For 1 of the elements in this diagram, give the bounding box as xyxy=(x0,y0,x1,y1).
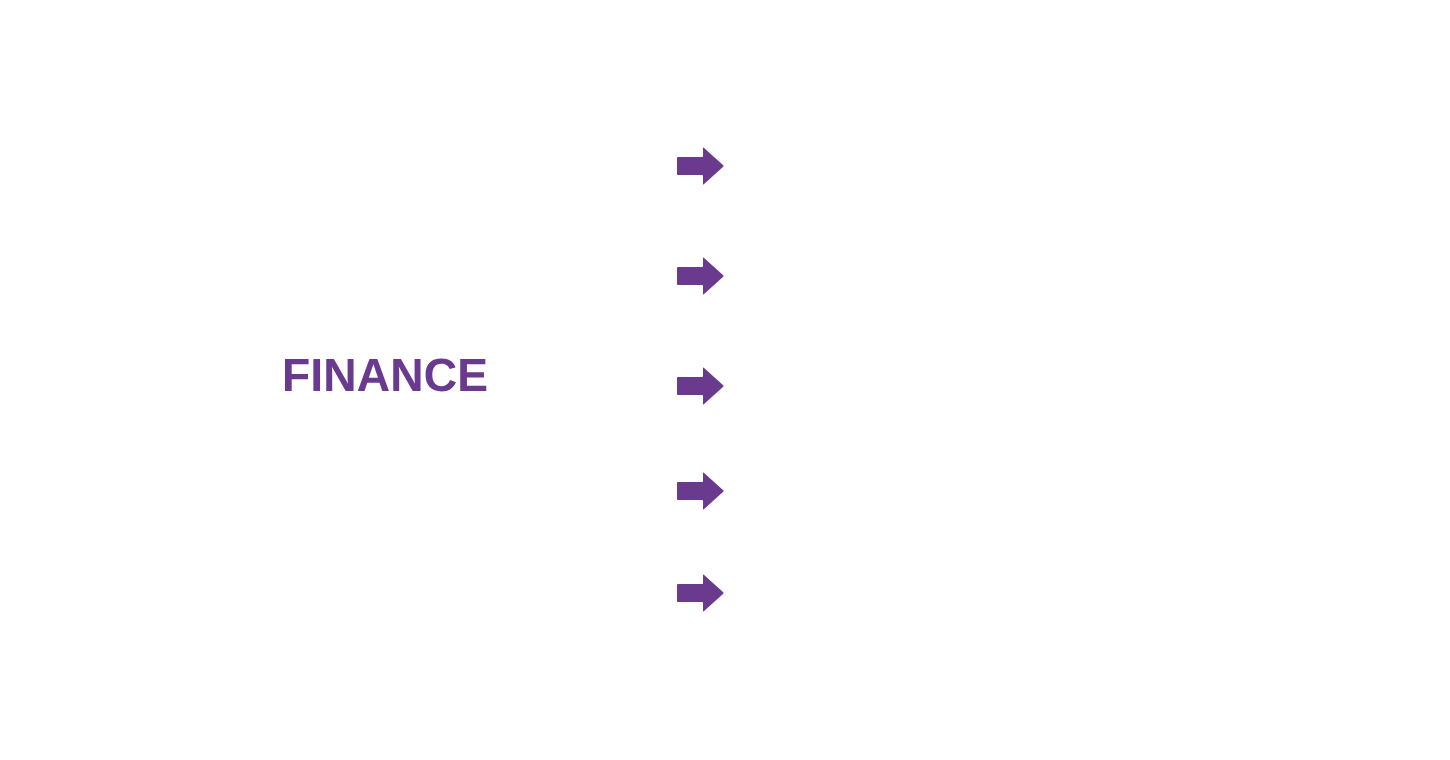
heading: FINANCE xyxy=(285,358,487,392)
